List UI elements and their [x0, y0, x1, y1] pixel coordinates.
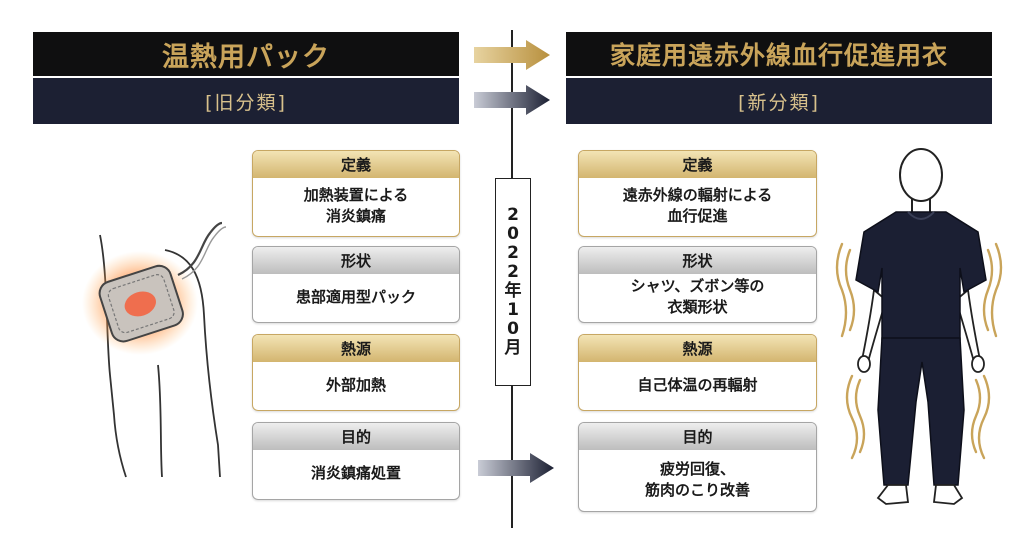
- card-body: 遠赤外線の輻射による 血行促進: [622, 186, 773, 225]
- card-heading: 目的: [253, 423, 459, 450]
- old-category-title: 温熱用パック: [33, 32, 459, 76]
- date-char: 年: [504, 281, 522, 301]
- old-heat-source-card: 熱源 外部加熱: [252, 334, 460, 411]
- person-in-garment-icon: [835, 148, 1003, 505]
- new-definition-card: 定義 遠赤外線の輻射による 血行促進: [578, 150, 817, 237]
- date-char: 0: [507, 319, 519, 339]
- new-shape-card: 形状 シャツ、ズボン等の 衣類形状: [578, 246, 817, 323]
- new-heat-source-card: 熱源 自己体温の再輻射: [578, 334, 817, 411]
- card-body: 外部加熱: [325, 375, 386, 394]
- card-body: 加熱装置による 消炎鎮痛: [303, 186, 409, 225]
- card-body: 自己体温の再輻射: [637, 375, 758, 394]
- navy-arrow-icon: [474, 85, 550, 115]
- card-heading: 定義: [253, 151, 459, 178]
- card-heading: 形状: [253, 247, 459, 274]
- old-shape-card: 形状 患部適用型パック: [252, 246, 460, 323]
- card-body: 患部適用型パック: [295, 287, 416, 306]
- date-char: 2: [507, 262, 519, 282]
- date-char: 2: [507, 243, 519, 263]
- navy-arrow-icon: [478, 453, 554, 483]
- card-heading: 熱源: [253, 335, 459, 362]
- card-heading: 目的: [579, 423, 816, 450]
- gold-arrow-icon: [474, 40, 550, 70]
- card-heading: 形状: [579, 247, 816, 274]
- date-label: 2 0 2 2 年 1 0 月: [495, 178, 531, 386]
- card-heading: 熱源: [579, 335, 816, 362]
- date-char: 2: [507, 205, 519, 225]
- new-category-label: [新分類]: [566, 78, 992, 124]
- old-definition-card: 定義 加熱装置による 消炎鎮痛: [252, 150, 460, 237]
- old-purpose-card: 目的 消炎鎮痛処置: [252, 422, 460, 500]
- card-heading: 定義: [579, 151, 816, 178]
- card-body: シャツ、ズボン等の 衣類形状: [630, 277, 765, 316]
- card-body: 消炎鎮痛処置: [310, 464, 401, 482]
- new-category-title: 家庭用遠赤外線血行促進用衣: [566, 32, 992, 76]
- card-body: 疲労回復、 筋肉のこり改善: [644, 459, 750, 499]
- date-char: 0: [507, 224, 519, 244]
- date-char: 1: [507, 300, 519, 320]
- new-purpose-card: 目的 疲労回復、 筋肉のこり改善: [578, 422, 817, 512]
- heat-pack-shoulder-icon: [82, 221, 227, 478]
- date-char: 月: [504, 338, 522, 358]
- old-category-label: [旧分類]: [33, 78, 459, 124]
